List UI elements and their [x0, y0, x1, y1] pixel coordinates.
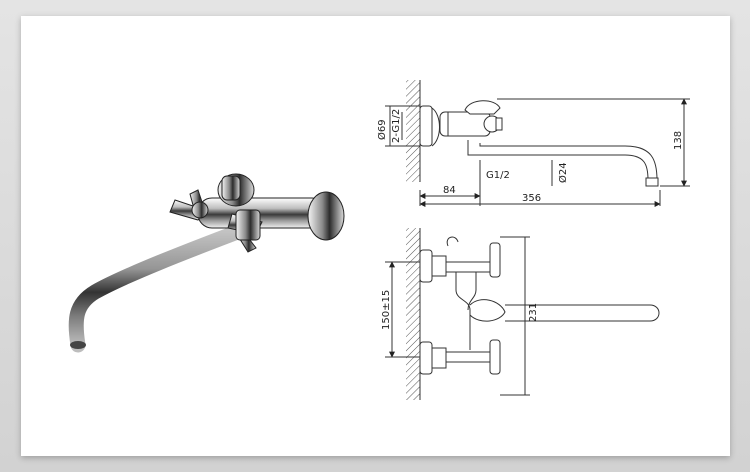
dim-inlet-thread: 2-G1/2: [391, 109, 402, 143]
dim-spout-length: 356: [522, 193, 541, 204]
front-view-drawing: [385, 228, 660, 400]
dim-spout-height: 231: [528, 303, 539, 322]
dim-inlet-spacing: 150±15: [381, 290, 392, 330]
dim-total-height: 138: [673, 131, 684, 150]
dim-flange-diameter: Ø69: [376, 119, 388, 140]
product-card: [21, 16, 730, 456]
dim-depth-offset: 84: [443, 185, 456, 196]
dim-outlet-thread: G1/2: [486, 170, 510, 181]
faucet-product-image: [68, 173, 345, 353]
side-view-drawing: [385, 80, 690, 207]
dim-spout-diameter: Ø24: [557, 162, 569, 183]
